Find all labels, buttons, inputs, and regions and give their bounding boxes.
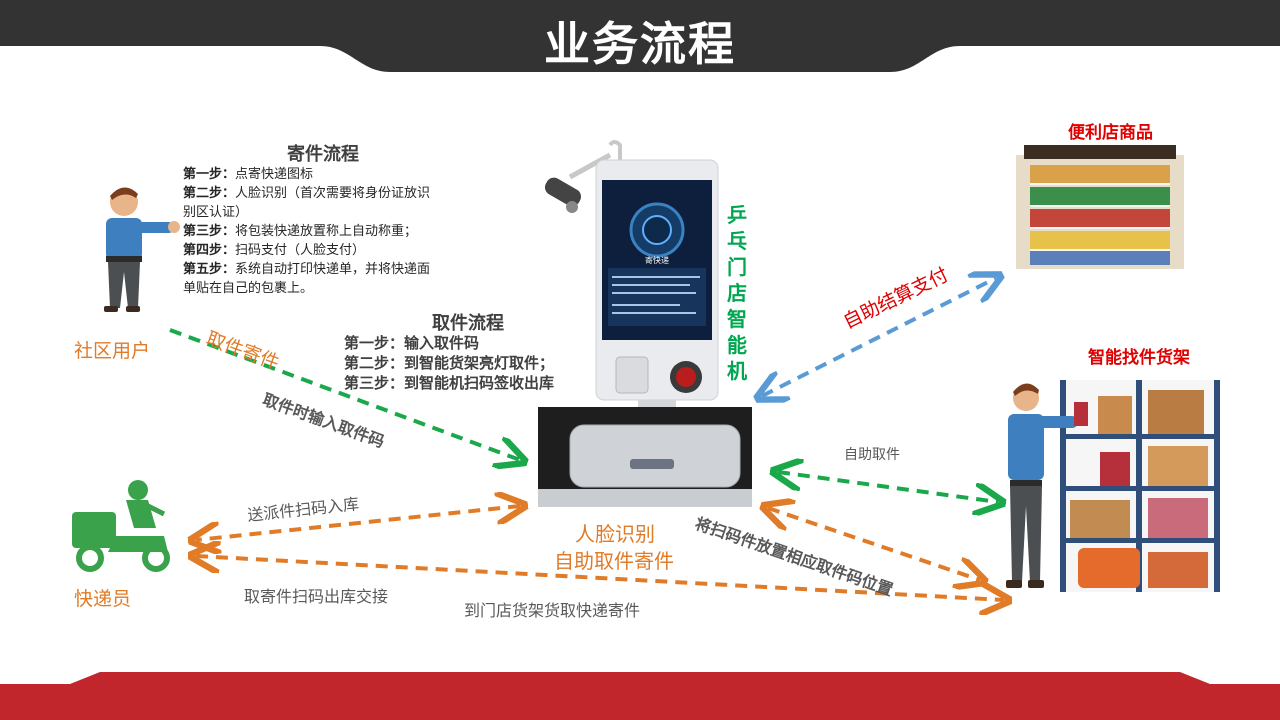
send-step: 第二步：人脸识别（首次需要将身份证放识 (183, 186, 431, 201)
send-flow-steps: 第一步：点寄快递图标 第二步：人脸识别（首次需要将身份证放识 别区认证） 第三步… (183, 165, 473, 298)
machine-name: 乒 乓 门 店 智 能 机 (727, 203, 747, 383)
arrow-machine-convenience (762, 278, 996, 396)
send-step: 第四步：扫码支付（人脸支付） (183, 243, 366, 258)
label-pickup-scan-out: 取寄件扫码出库交接 (244, 587, 389, 606)
send-step: 第一步：点寄快递图标 (183, 167, 314, 182)
arrow-machine-to-courier (196, 506, 520, 540)
community-user-label: 社区用户 (74, 340, 151, 362)
pickup-step: 第一步：输入取件码 (344, 334, 480, 352)
courier-label: 快递员 (74, 588, 132, 610)
label-self-pickup: 自助取件 (844, 447, 900, 463)
arrow-machine-shelf (778, 472, 998, 502)
send-flow-title: 寄件流程 (287, 144, 359, 165)
arrow-courier-shelf (196, 556, 1004, 600)
pickup-flow-title: 取件流程 (432, 313, 504, 334)
send-step: 单贴在自己的包裹上。 (183, 281, 314, 296)
convenience-goods-label: 便利店商品 (1068, 123, 1153, 143)
screen-title: 寄快递 (645, 255, 669, 265)
label-shelf-pickup: 到门店货架货取快递寄件 (464, 601, 641, 620)
convenience-shelf-illustration (1016, 145, 1184, 269)
pickup-flow-steps: 第一步：输入取件码 第二步：到智能货架亮灯取件； 第三步：到智能机扫码签收出库 (344, 333, 604, 393)
send-step: 第三步：将包装快递放置称上自动称重； (183, 224, 418, 239)
pickup-step: 第二步：到智能货架亮灯取件； (344, 354, 555, 372)
arrow-machine-shelf-place (768, 508, 980, 580)
courier-illustration (72, 480, 170, 572)
header-bar (0, 0, 1280, 72)
pickup-step: 第三步：到智能机扫码签收出库 (344, 374, 555, 392)
community-user-illustration (104, 187, 180, 312)
send-step: 别区认证） (183, 205, 249, 220)
smart-shelf-label: 智能找件货架 (1088, 348, 1190, 368)
send-step: 第五步：系统自动打印快递单，并将快递面 (183, 262, 431, 277)
footer-bar (0, 672, 1280, 720)
smart-machine-illustration: 寄快递 (538, 140, 752, 507)
arrow-user-to-machine (169, 328, 520, 460)
smart-shelf-illustration (1006, 380, 1220, 592)
page-title: 业务流程 (544, 17, 736, 71)
